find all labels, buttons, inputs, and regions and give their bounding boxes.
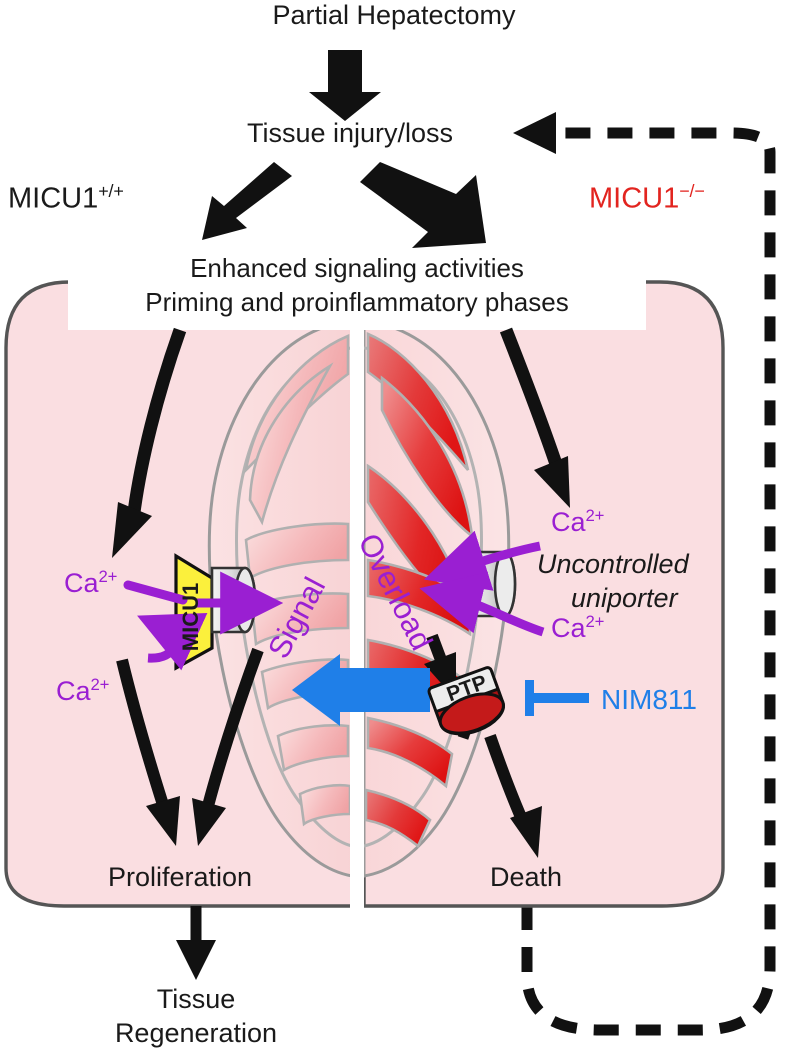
calcium-label-left-top: Ca2+ [64, 567, 117, 599]
genotype-knockout-superscript: −/− [679, 181, 705, 201]
genotype-wildtype-superscript: +/+ [98, 181, 124, 201]
calcium-element-left-bottom: Ca [56, 676, 91, 706]
inhibition-bar-icon [525, 680, 589, 716]
regeneration-line-1: Tissue [106, 984, 286, 1015]
uniporter-label-line-2: uniporter [571, 583, 678, 614]
phase-line-1-text: Enhanced signaling activities [190, 253, 524, 283]
phase-line-2: Priming and proinflammatory phases [68, 287, 646, 318]
arrow-ptp-to-death [484, 734, 542, 858]
calcium-charge-right-bottom: 2+ [585, 612, 605, 631]
calcium-influx-arrow-right-top [423, 530, 541, 591]
thick-down-arrow-icon [309, 50, 381, 121]
death-label: Death [490, 862, 562, 893]
dashed-feedback-arrowhead-icon [513, 112, 556, 154]
genotype-knockout-label: MICU1−/− [589, 181, 705, 216]
blue-block-arrow-icon [292, 654, 430, 726]
calcium-label-right-bottom: Ca2+ [551, 612, 604, 644]
genotype-knockout-name: MICU1 [589, 182, 680, 215]
calcium-label-left-bottom: Ca2+ [56, 675, 109, 707]
tissue-injury-label: Tissue injury/loss [0, 118, 700, 149]
ptp-pore-icon [427, 666, 505, 740]
page-title: Partial Hepatectomy [0, 0, 788, 31]
page-title-label: Partial Hepatectomy [272, 0, 516, 30]
calcium-influx-arrow-right-bottom [419, 572, 545, 637]
calcium-element-right-bottom: Ca [551, 613, 586, 643]
calcium-charge-right-top: 2+ [585, 506, 605, 525]
regeneration-line-1-text: Tissue [156, 984, 236, 1014]
arrow-signal-to-proliferation [192, 647, 264, 846]
arrow-phase-to-right-calcium [499, 327, 570, 508]
calcium-gated-return-arrow-left [137, 613, 208, 671]
arrow-phase-to-left-calcium [112, 327, 187, 558]
dashed-feedback-arrow-icon [521, 127, 776, 1036]
regeneration-line-2: Regeneration [86, 1018, 306, 1049]
uniporter-label-line-2-text: uniporter [571, 583, 678, 613]
branch-arrow-right-icon [360, 162, 486, 248]
proliferation-text: Proliferation [108, 862, 253, 892]
uniporter-label-line-1: Uncontrolled [537, 549, 689, 580]
micu1-channel-text: MICU1 [178, 582, 203, 652]
cell-split-gap [350, 270, 364, 918]
genotype-wildtype-name: MICU1 [8, 182, 99, 215]
calcium-charge-left-top: 2+ [98, 567, 118, 586]
phase-callout-box [68, 248, 646, 330]
calcium-label-right-top: Ca2+ [551, 506, 604, 538]
proliferation-label: Proliferation [108, 862, 252, 893]
calcium-influx-arrow-left [123, 580, 188, 605]
calcium-element-left-top: Ca [64, 568, 99, 598]
branch-arrow-left-icon [202, 162, 292, 240]
nim811-label[interactable]: NIM811 [601, 684, 697, 716]
micu1-channel-label: MICU1 [178, 573, 204, 661]
uniporter-label-line-1-text: Uncontrolled [537, 549, 689, 579]
regeneration-line-2-text: Regeneration [114, 1018, 278, 1048]
calcium-charge-left-bottom: 2+ [90, 675, 110, 694]
nim811-text: NIM811 [601, 684, 697, 715]
calcium-element-right-top: Ca [551, 507, 586, 537]
tissue-injury-text: Tissue injury/loss [246, 118, 454, 148]
genotype-wildtype-label: MICU1+/+ [8, 181, 124, 216]
arrow-calcium-to-proliferation [116, 658, 180, 846]
phase-line-1: Enhanced signaling activities [68, 253, 646, 284]
death-text: Death [490, 862, 563, 892]
phase-line-2-text: Priming and proinflammatory phases [145, 287, 569, 317]
arrow-proliferation-to-regeneration [176, 906, 216, 980]
